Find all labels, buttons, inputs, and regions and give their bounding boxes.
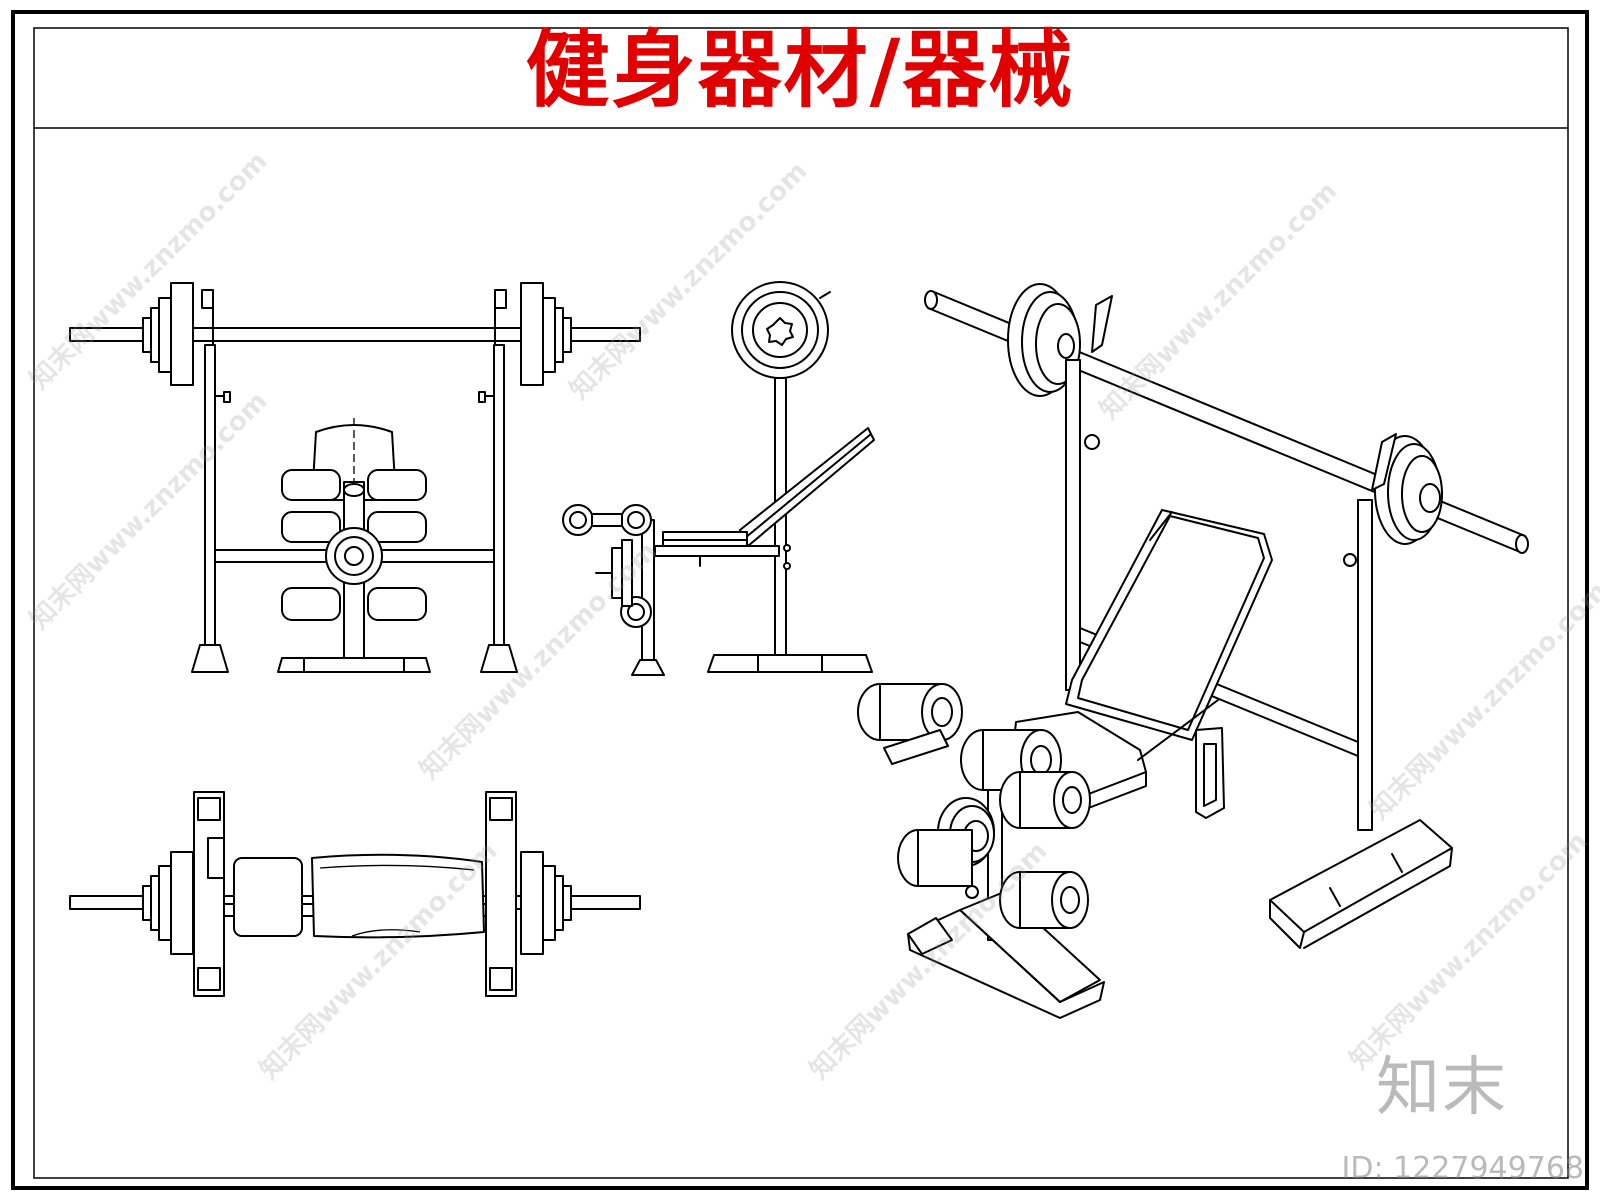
inner-frame (33, 27, 1569, 1179)
outer-frame (11, 10, 1589, 1190)
side-view (562, 281, 875, 676)
brand-logo: 知末 (1376, 1051, 1508, 1125)
front-view (69, 282, 641, 673)
page-title: 健身器材/器械 (525, 20, 1075, 119)
id-label: ID: 1227949768 (1341, 1151, 1584, 1186)
isometric-view (857, 283, 1529, 1019)
top-view (69, 791, 641, 997)
